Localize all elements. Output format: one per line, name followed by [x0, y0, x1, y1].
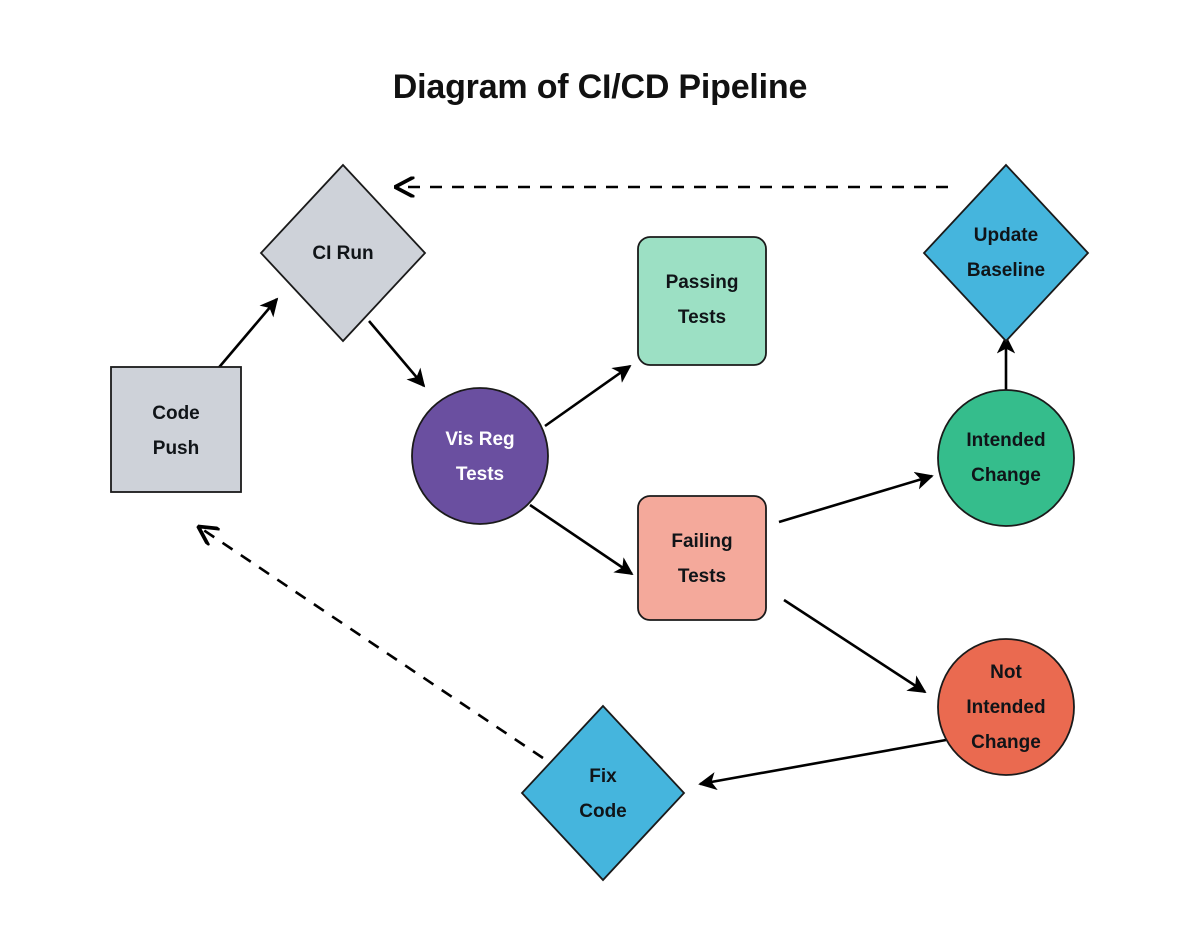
not-intended-change-label-line-1: Not: [990, 662, 1022, 683]
failing-tests-shape[interactable]: [637, 495, 767, 621]
vis-reg-tests-shape[interactable]: [411, 387, 549, 525]
not-intended-change-label-line-3: Change: [971, 732, 1041, 753]
failing-tests-label-line-1: Failing: [671, 531, 732, 552]
edge-code-push-to-ci-run: [209, 297, 279, 379]
edge-vis-reg-tests-to-passing-tests: [544, 364, 632, 428]
ci-run-label: CI Run: [312, 243, 373, 264]
node-passing-tests[interactable]: Passing Tests: [637, 236, 767, 366]
fix-code-shape[interactable]: [520, 704, 686, 882]
edge-layer: [199, 187, 1016, 791]
update-baseline-label-line-2: Baseline: [967, 260, 1045, 281]
node-update-baseline[interactable]: Update Baseline: [922, 163, 1090, 343]
code-push-label-line-2: Push: [153, 438, 199, 459]
edge-fix-code-to-code-push: [199, 527, 544, 760]
passing-tests-label-line-1: Passing: [666, 272, 739, 293]
not-intended-change-label-line-2: Intended: [966, 697, 1045, 718]
edge-failing-tests-to-not-intended-change: [783, 598, 927, 694]
node-code-push[interactable]: Code Push: [110, 366, 242, 493]
edge-not-intended-change-to-fix-code: [698, 738, 947, 791]
node-not-intended-change[interactable]: Not Intended Change: [937, 638, 1075, 776]
fix-code-label-line-1: Fix: [589, 766, 617, 787]
node-intended-change[interactable]: Intended Change: [937, 389, 1075, 527]
edge-vis-reg-tests-to-failing-tests: [529, 503, 634, 576]
intended-change-shape[interactable]: [937, 389, 1075, 527]
node-fix-code[interactable]: Fix Code: [520, 704, 686, 882]
update-baseline-shape[interactable]: [922, 163, 1090, 343]
ci-run-shape[interactable]: [259, 163, 427, 343]
node-layer: Code Push CI Run Vis Reg Tests Passing T…: [110, 163, 1090, 882]
passing-tests-label-line-2: Tests: [678, 307, 726, 328]
failing-tests-label-line-2: Tests: [678, 566, 726, 587]
intended-change-label-line-1: Intended: [966, 430, 1045, 451]
intended-change-label-line-2: Change: [971, 465, 1041, 486]
vis-reg-tests-label-line-1: Vis Reg: [445, 429, 514, 450]
node-failing-tests[interactable]: Failing Tests: [637, 495, 767, 621]
not-intended-change-shape[interactable]: [937, 638, 1075, 776]
passing-tests-shape[interactable]: [637, 236, 767, 366]
page-title: Diagram of CI/CD Pipeline: [392, 68, 808, 106]
node-ci-run[interactable]: CI Run: [259, 163, 427, 343]
node-vis-reg-tests[interactable]: Vis Reg Tests: [411, 387, 549, 525]
edge-ci-run-to-vis-reg-tests: [368, 320, 426, 388]
code-push-label-line-1: Code: [152, 403, 200, 424]
edge-failing-tests-to-intended-change: [778, 472, 934, 524]
update-baseline-label-line-1: Update: [974, 225, 1038, 246]
fix-code-label-line-2: Code: [579, 801, 627, 822]
code-push-shape[interactable]: [110, 366, 242, 493]
vis-reg-tests-label-line-2: Tests: [456, 464, 504, 485]
